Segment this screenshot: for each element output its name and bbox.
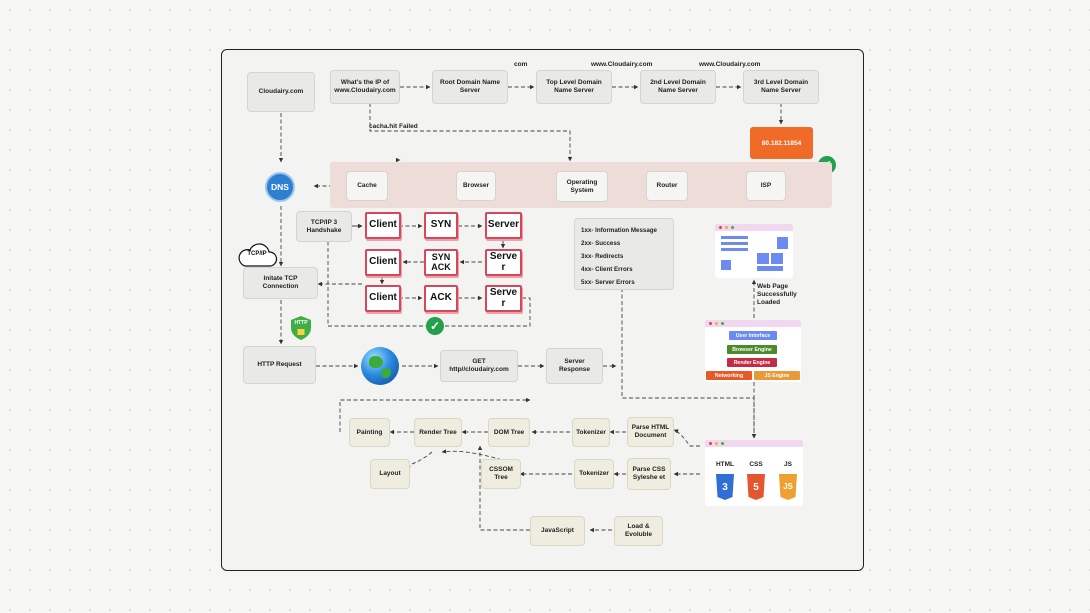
get-request-box: GET http//cloudairy.com xyxy=(440,350,518,382)
handshake-syn-ack: SYN ACK xyxy=(424,249,458,276)
third-level-dns-box: 3rd Level Domain Name Server xyxy=(743,70,819,104)
cloud-label: TCP/IP xyxy=(247,251,267,257)
js-glyph: JS xyxy=(783,482,793,491)
globe-icon xyxy=(361,347,399,385)
handshake-client-1: Client xyxy=(365,212,401,239)
status-code-4xx: 4xx- Client Errors xyxy=(581,266,633,273)
browser-engine-pill: Browser Engine xyxy=(727,345,777,354)
handshake-client-3: Client xyxy=(365,285,401,312)
css-file-icon: CSS 5 xyxy=(746,461,766,500)
dns-globe-icon: DNS xyxy=(265,172,295,202)
css-glyph: 5 xyxy=(753,482,759,493)
painting-box: Painting xyxy=(349,418,390,447)
handshake-server-3: Serve r xyxy=(485,285,522,312)
status-code-1xx: 1xx- Information Message xyxy=(581,227,657,234)
handshake-server-1: Server xyxy=(485,212,522,239)
handshake-syn: SYN xyxy=(424,212,458,239)
html-label: HTML xyxy=(715,461,735,468)
browser-architecture-window: User Interface Browser Engine Render Eng… xyxy=(705,320,801,382)
tld-label: com xyxy=(514,61,528,68)
js-label: JS xyxy=(784,461,792,468)
html-file-icon: HTML 3 xyxy=(715,461,735,500)
status-code-3xx: 3xx- Redirects xyxy=(581,253,624,260)
load-evoluble-box: Load & Evoluble xyxy=(614,516,663,546)
status-code-5xx: 5xx- Server Errors xyxy=(581,279,635,286)
http-shield-icon: HTTP xyxy=(290,315,312,341)
javascript-box: JavaScript xyxy=(530,516,585,546)
user-interface-pill: User Interface xyxy=(729,331,777,340)
cloudairy-start-box: Cloudairy.com xyxy=(247,72,315,112)
ip-question-box: What's the IP of www.Cloudairy.com xyxy=(330,70,400,104)
second-level-label: www.Cloudairy.com xyxy=(591,61,653,68)
js-engine-pill: JS Engine xyxy=(754,371,800,380)
handshake-check-icon: ✓ xyxy=(426,317,444,335)
tokenizer-css-box: Tokenizer xyxy=(574,459,614,489)
initiate-tcp-box: Initate TCP Connection xyxy=(243,267,318,299)
tokenizer-html-box: Tokenizer xyxy=(572,418,610,447)
parse-html-box: Parse HTML Document xyxy=(627,417,674,447)
layout-box: Layout xyxy=(370,459,410,489)
tld-dns-box: Top Level Domain Name Server xyxy=(536,70,612,104)
http-request-box: HTTP Request xyxy=(243,346,316,384)
render-engine-pill: Render Engine xyxy=(727,358,777,367)
loaded-page-window xyxy=(715,224,793,278)
status-code-2xx: 2xx- Success xyxy=(581,240,621,247)
networking-pill: Networking xyxy=(706,371,752,380)
html-glyph: 3 xyxy=(722,482,728,493)
parse-css-box: Parse CSS Syleshe et xyxy=(627,458,671,490)
handshake-client-2: Client xyxy=(365,249,401,276)
handshake-server-2: Serve r xyxy=(485,249,522,276)
page-loaded-label: Web Page Successfully Loaded xyxy=(757,283,797,307)
cache-failed-label: cacha.hit Failed xyxy=(369,123,418,130)
router-box: Router xyxy=(646,171,688,201)
cloud-icon: TCP/IP xyxy=(236,242,278,268)
operating-system-box: Operating System xyxy=(556,171,608,202)
ip-address-box: 80.182.11854 xyxy=(750,127,813,159)
js-file-icon: JS JS xyxy=(778,461,798,500)
third-level-label: www.Cloudairy.com xyxy=(699,61,761,68)
render-tree-box: Render Tree xyxy=(414,418,462,447)
root-dns-box: Root Domain Name Server xyxy=(432,70,508,104)
server-response-box: Server Response xyxy=(546,348,603,384)
source-files-window: HTML 3 CSS 5 JS JS xyxy=(705,440,803,506)
isp-box: ISP xyxy=(746,171,786,201)
cache-box: Cache xyxy=(346,171,388,201)
cssom-tree-box: CSSOM Tree xyxy=(481,459,521,489)
http-shield-label: HTTP xyxy=(294,320,308,326)
handshake-ack: ACK xyxy=(424,285,458,312)
status-codes-box: 1xx- Information Message 2xx- Success 3x… xyxy=(574,218,674,290)
dom-tree-box: DOM Tree xyxy=(488,418,530,447)
second-level-dns-box: 2nd Level Domain Name Server xyxy=(640,70,716,104)
handshake-label-box: TCP/IP 3 Handshake xyxy=(296,211,352,242)
browser-box: Browser xyxy=(456,171,496,201)
css-label: CSS xyxy=(749,461,763,468)
